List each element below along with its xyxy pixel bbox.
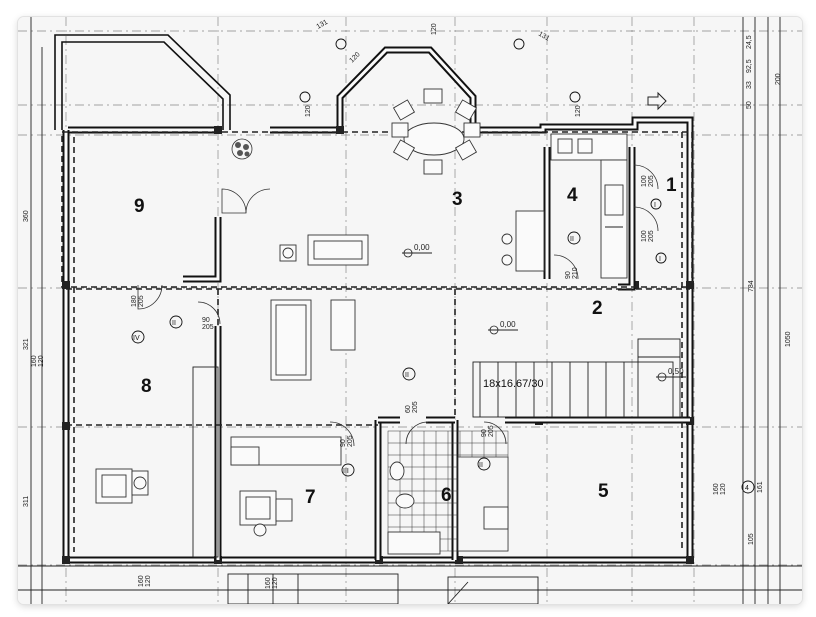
dim-door-180-205: 180205 xyxy=(131,295,145,307)
dim-right-200: 200 xyxy=(775,73,782,85)
dim-door-90-205b: 90205 xyxy=(340,435,354,447)
dining-table xyxy=(391,88,481,175)
mark-1: I xyxy=(654,202,656,209)
room-number-6: 6 xyxy=(441,485,452,506)
dim-door-100-205a: 100205 xyxy=(641,175,655,187)
dim-right-784: 784 xyxy=(748,280,755,292)
kitchen-counter xyxy=(550,133,628,279)
dim-top-131b: 131 xyxy=(537,31,551,43)
dim-right-105: 105 xyxy=(748,533,755,545)
floor-plan-image: 1 2 3 4 5 6 7 8 9 0,00 0,00 0,50 18x16.6… xyxy=(18,17,802,604)
mark-4-room8: IV xyxy=(133,335,140,342)
beam-lines xyxy=(61,131,693,552)
dim-win-160-120c: 160120 xyxy=(265,577,279,589)
dim-left-360: 360 xyxy=(23,210,30,222)
staircase xyxy=(472,338,681,418)
mark-3-room7: III xyxy=(343,468,349,475)
entrance-arrow xyxy=(647,91,667,111)
level-label-2: 0,00 xyxy=(500,320,516,329)
bathroom-fixtures xyxy=(387,461,441,555)
living-furniture xyxy=(270,210,545,381)
room-8-furniture xyxy=(95,366,219,558)
dim-top-24-5: 24,5 xyxy=(746,35,753,49)
room-number-7: 7 xyxy=(305,487,316,508)
level-label-3: 0,00 xyxy=(414,243,430,252)
dim-120-b: 120 xyxy=(575,105,582,117)
room-number-2: 2 xyxy=(592,298,603,319)
exterior-walls xyxy=(62,46,694,564)
mark-2-hall: II xyxy=(172,320,176,327)
terrace-outline xyxy=(54,34,231,130)
dim-right-1050: 1050 xyxy=(785,331,792,347)
room-number-1: 1 xyxy=(666,175,677,196)
dim-top-131a: 131 xyxy=(316,19,330,31)
dim-161: 161 xyxy=(757,481,764,493)
axis-grid xyxy=(18,17,802,604)
room-number-4: 4 xyxy=(567,185,578,206)
level-label-stairs: 0,50 xyxy=(668,367,684,376)
room-number-8: 8 xyxy=(141,376,152,397)
dim-door-90-210: 90210 xyxy=(565,267,579,279)
mark-1b: I xyxy=(659,256,661,263)
mark-2-center: II xyxy=(405,372,409,379)
room-number-5: 5 xyxy=(598,481,609,502)
stairs-label: 18x16.67/30 xyxy=(483,378,544,390)
room-number-9: 9 xyxy=(134,196,145,217)
dim-win-160-120d: 160120 xyxy=(713,483,727,495)
mark-2-room5: II xyxy=(479,462,483,469)
entry-steps xyxy=(227,573,539,604)
dim-left-321: 321 xyxy=(23,338,30,350)
dim-120-a: 120 xyxy=(305,105,312,117)
dim-win-160-120b: 160120 xyxy=(138,575,152,587)
room-7-furniture xyxy=(230,436,342,537)
window-marks: I I II II II IV III II 4 xyxy=(131,38,755,494)
door-swings xyxy=(137,164,659,447)
bathroom-tiles xyxy=(387,430,509,552)
mark-4-right: 4 xyxy=(745,485,749,492)
dim-top-92-5: 92,5 xyxy=(746,59,753,73)
dim-door-90-205c: 90205 xyxy=(481,425,495,437)
mark-2-kitchen: II xyxy=(570,236,574,243)
dimension-labels: 360 321 311 784 1050 105 200 131 131 50 … xyxy=(23,19,792,589)
dim-left-311: 311 xyxy=(23,496,30,507)
dim-120-c: 120 xyxy=(431,23,438,35)
dim-top-33: 33 xyxy=(746,81,753,89)
dim-top-50: 50 xyxy=(746,101,753,109)
dim-door-60-205: 60205 xyxy=(405,401,419,413)
level-markers: 0,00 0,00 0,50 xyxy=(402,243,686,382)
dim-win-160-120a: 160120 xyxy=(31,355,45,367)
dim-door-100-205b: 100205 xyxy=(641,230,655,242)
floor-plan-drawing: 1 2 3 4 5 6 7 8 9 0,00 0,00 0,50 18x16.6… xyxy=(18,17,802,604)
plant xyxy=(231,138,253,160)
interior-walls xyxy=(183,147,690,560)
room-number-3: 3 xyxy=(452,189,463,210)
